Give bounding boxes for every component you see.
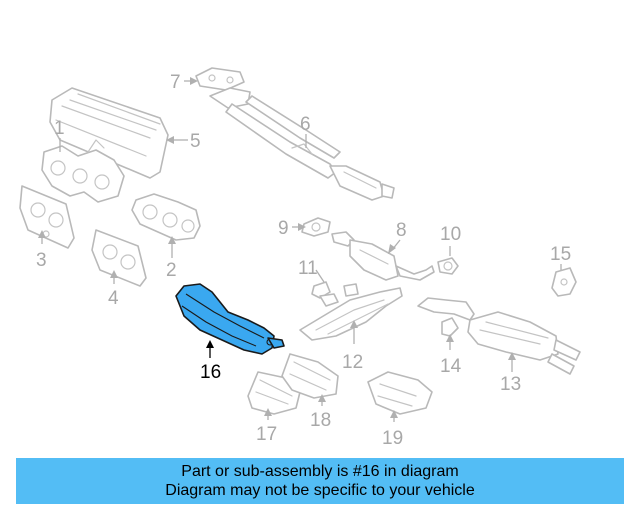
part-19-heat-shield[interactable] — [367, 371, 433, 415]
callout-13: 13 — [500, 352, 521, 395]
svg-text:6: 6 — [300, 114, 311, 135]
svg-text:7: 7 — [170, 72, 181, 93]
svg-text:17: 17 — [256, 424, 277, 445]
part-10-hanger[interactable] — [437, 257, 459, 275]
info-banner: Part or sub-assembly is #16 in diagram D… — [16, 458, 624, 504]
callout-12: 12 — [342, 320, 363, 373]
part-5-heat-shield[interactable] — [49, 87, 169, 179]
callout-19: 19 — [382, 410, 403, 449]
callout-4: 4 — [108, 270, 119, 309]
callout-11: 11 — [298, 258, 325, 283]
callout-2: 2 — [166, 236, 177, 281]
svg-text:3: 3 — [36, 250, 47, 271]
callout-7: 7 — [170, 72, 198, 93]
svg-text:19: 19 — [382, 428, 403, 449]
callout-17: 17 — [256, 408, 277, 445]
svg-text:4: 4 — [108, 288, 119, 309]
part-2-manifold[interactable] — [131, 193, 201, 241]
svg-text:18: 18 — [310, 410, 331, 431]
callout-10: 10 — [440, 224, 461, 256]
svg-text:2: 2 — [166, 260, 177, 281]
svg-text:12: 12 — [342, 352, 363, 373]
part-13-muffler[interactable] — [417, 297, 581, 375]
part-12-heat-shield[interactable] — [299, 287, 403, 341]
part-7-gasket[interactable] — [195, 67, 245, 91]
callout-5: 5 — [166, 131, 201, 152]
callout-6: 6 — [300, 114, 311, 148]
svg-text:8: 8 — [396, 220, 407, 241]
svg-text:9: 9 — [278, 218, 289, 239]
svg-text:15: 15 — [550, 244, 571, 265]
part-4-gasket[interactable] — [91, 229, 147, 287]
part-14-hanger[interactable] — [441, 317, 459, 337]
part-18-heat-shield[interactable] — [281, 353, 339, 399]
callout-8: 8 — [388, 220, 407, 254]
banner-line-2: Diagram may not be specific to your vehi… — [165, 482, 475, 499]
part-8-center-pipe[interactable] — [331, 231, 435, 281]
part-11-brackets[interactable] — [311, 281, 359, 307]
callout-3: 3 — [36, 230, 47, 271]
svg-text:1: 1 — [54, 118, 65, 139]
callout-9: 9 — [278, 218, 306, 239]
callout-18: 18 — [310, 394, 331, 431]
part-15-bracket[interactable] — [551, 267, 577, 297]
callout-15: 15 — [550, 244, 571, 270]
svg-text:16: 16 — [200, 362, 221, 383]
part-9-clamp[interactable] — [301, 217, 331, 237]
svg-text:10: 10 — [440, 224, 461, 245]
part-6-front-pipe[interactable] — [209, 87, 395, 201]
part-3-gasket[interactable] — [19, 185, 75, 249]
part-1-exhaust-manifold[interactable] — [41, 139, 125, 203]
banner-line-1: Part or sub-assembly is #16 in diagram — [181, 463, 459, 480]
svg-text:13: 13 — [500, 374, 521, 395]
callout-16: 16 — [200, 340, 221, 383]
svg-text:11: 11 — [298, 258, 318, 279]
callout-1: 1 — [54, 118, 65, 152]
callout-14: 14 — [440, 334, 462, 377]
svg-text:14: 14 — [440, 356, 462, 377]
svg-text:5: 5 — [190, 131, 201, 152]
part-16-heat-shield[interactable] — [175, 283, 285, 355]
